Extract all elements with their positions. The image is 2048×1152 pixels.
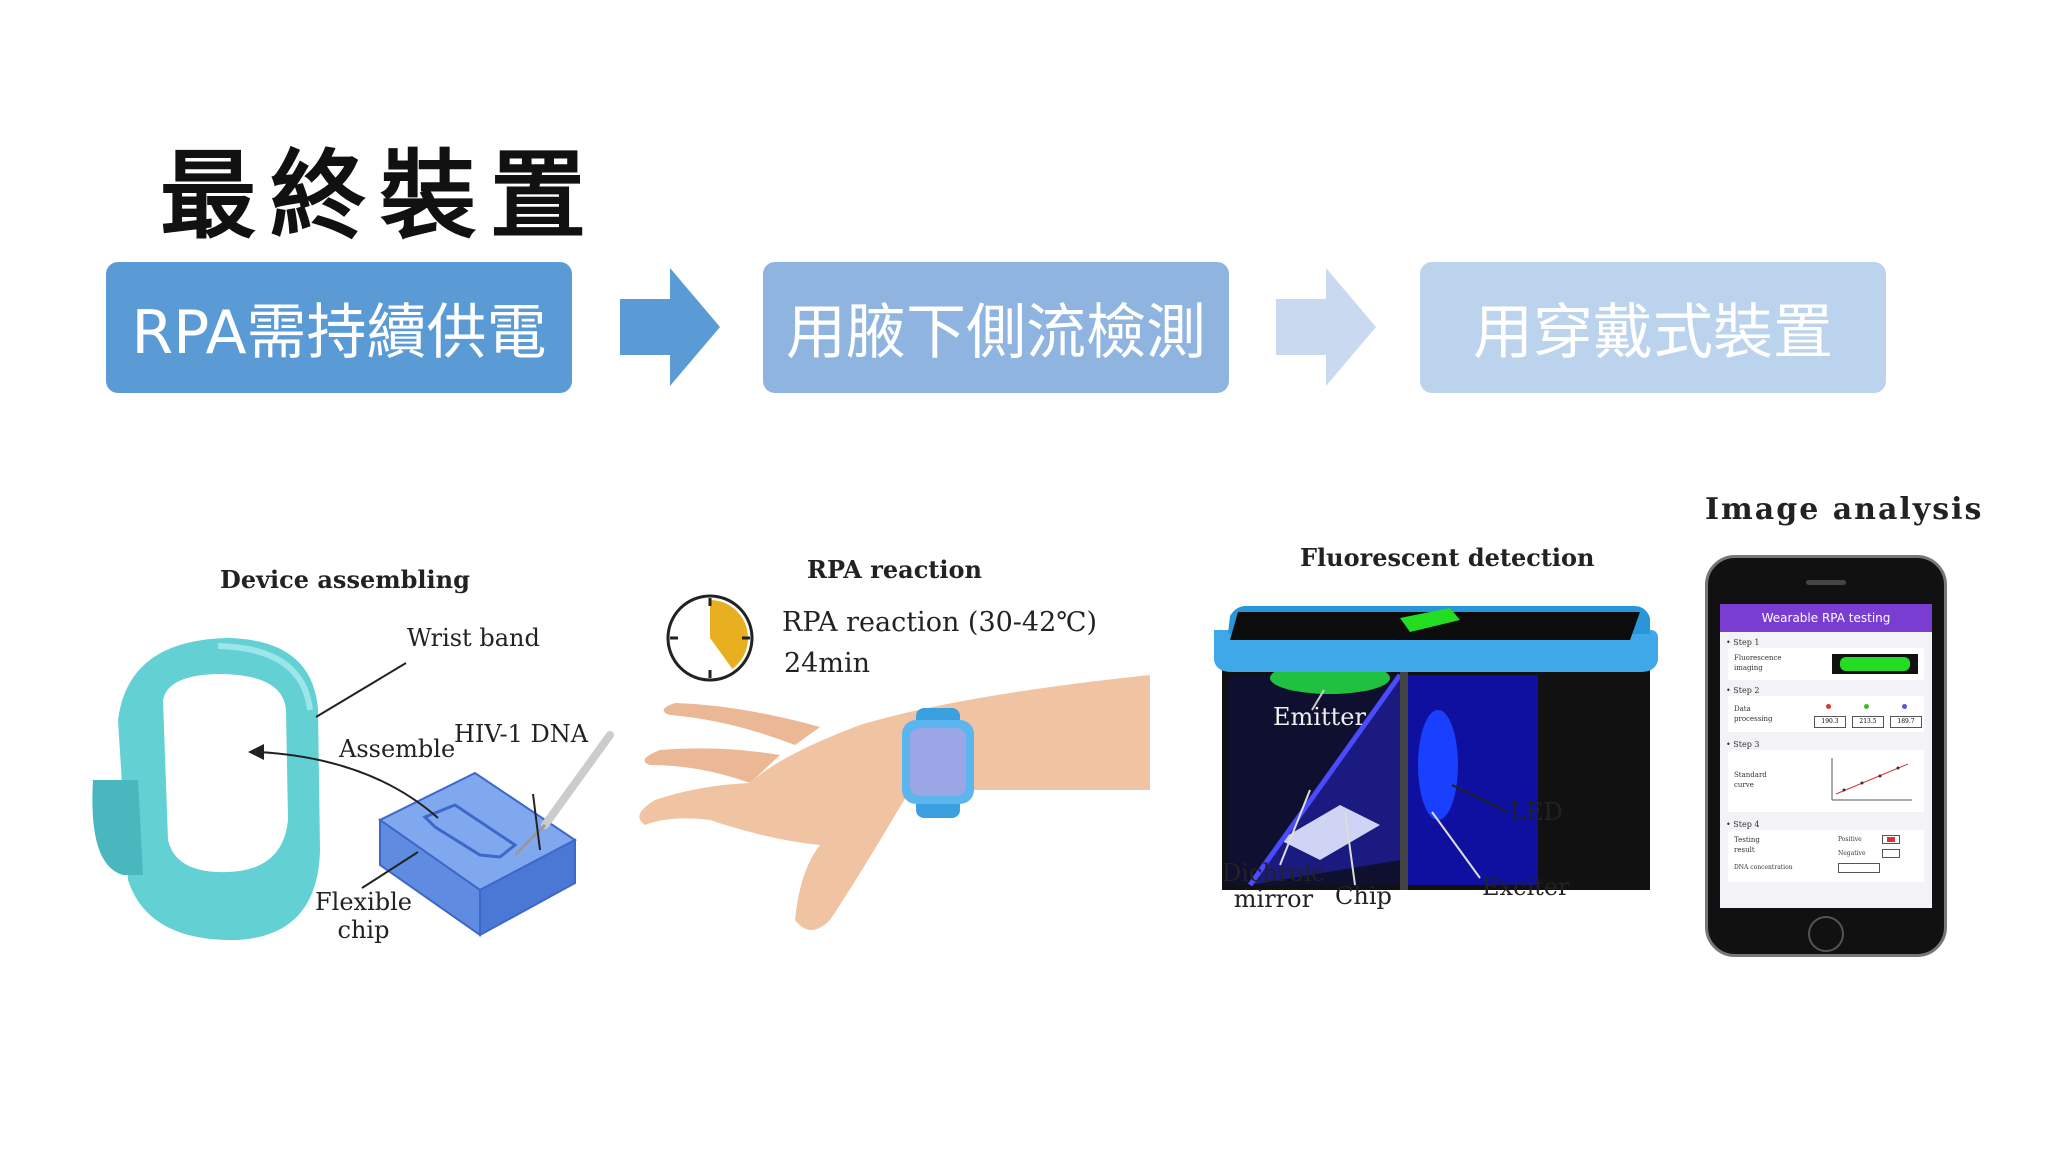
rpa-condition-text: RPA reaction (30-42℃) bbox=[782, 607, 1098, 638]
assemble-label: Assemble bbox=[339, 735, 456, 763]
step-rpa-power: RPA需持續供電 bbox=[106, 262, 572, 393]
data-processing-line1: Data bbox=[1734, 705, 1751, 713]
standard-curve-plot bbox=[1831, 758, 1912, 801]
step-label: 用穿戴式裝置 bbox=[1473, 298, 1833, 368]
value-box: 189.7 bbox=[1890, 716, 1922, 728]
red-dot bbox=[1826, 704, 1831, 709]
led-label: LED bbox=[1510, 798, 1563, 826]
blue-dot bbox=[1902, 704, 1907, 709]
dna-concentration-box bbox=[1838, 863, 1880, 873]
flexible-chip-illustration bbox=[378, 771, 577, 937]
wrist-band-label: Wrist band bbox=[407, 624, 540, 652]
fluorescent-detection-heading: Fluorescent detection bbox=[1300, 543, 1595, 572]
dichroic-line1: Dichroic bbox=[1222, 859, 1325, 887]
standard-curve-line2: curve bbox=[1734, 781, 1754, 789]
app-step4-label: • Step 4 bbox=[1726, 820, 1760, 829]
app-step1-card: Fluorescence imaging bbox=[1728, 648, 1924, 680]
app-step2-label: • Step 2 bbox=[1726, 686, 1760, 695]
step-label: 用腋下側流檢測 bbox=[786, 298, 1206, 368]
fluor-imaging-line2: imaging bbox=[1734, 664, 1763, 672]
arrow-right-icon bbox=[1276, 268, 1376, 386]
positive-label: Positive bbox=[1838, 836, 1862, 843]
rpa-time-text: 24min bbox=[784, 648, 870, 679]
data-processing-text: Data processing bbox=[1734, 704, 1773, 724]
negative-label: Negative bbox=[1838, 850, 1866, 857]
rpa-reaction-heading: RPA reaction bbox=[807, 555, 982, 584]
exciter-label: Exciter bbox=[1482, 873, 1570, 901]
dichroic-mirror-label: Dichroic mirror bbox=[1222, 860, 1325, 912]
app-step1-label: • Step 1 bbox=[1726, 638, 1760, 647]
testing-result-line1: Testing bbox=[1734, 836, 1760, 844]
timer-elapsed-wedge bbox=[710, 600, 749, 669]
slide-title: 最終裝置 bbox=[160, 139, 600, 252]
step-label: RPA需持續供電 bbox=[131, 298, 547, 368]
device-assembling-heading: Device assembling bbox=[220, 565, 470, 594]
positive-indicator bbox=[1882, 835, 1900, 844]
image-analysis-heading: Image analysis bbox=[1705, 492, 1984, 527]
standard-curve-text: Standard curve bbox=[1734, 770, 1767, 790]
app-step2-card: Data processing 190.3 213.5 189.7 bbox=[1728, 696, 1924, 732]
fluorescent-detector-illustration bbox=[1214, 606, 1658, 890]
hiv-dna-label: HIV-1 DNA bbox=[454, 720, 589, 748]
chip-label: Chip bbox=[1335, 882, 1392, 910]
pipette-tip-illustration bbox=[513, 731, 614, 857]
phone-earpiece bbox=[1806, 580, 1846, 585]
data-processing-line2: processing bbox=[1734, 715, 1773, 723]
fluor-imaging-line1: Fluorescence bbox=[1734, 654, 1782, 662]
app-step4-card: Testing result Positive Negative DNA con… bbox=[1728, 830, 1924, 882]
value-box: 190.3 bbox=[1814, 716, 1846, 728]
step-armpit-lateral-flow: 用腋下側流檢測 bbox=[763, 262, 1229, 393]
wristwatch-illustration bbox=[902, 708, 974, 818]
fluorescence-image bbox=[1832, 654, 1918, 674]
hand-illustration bbox=[639, 675, 1150, 930]
value-box: 213.5 bbox=[1852, 716, 1884, 728]
app-step3-card: Standard curve bbox=[1728, 750, 1924, 812]
testing-result-line2: result bbox=[1734, 846, 1755, 854]
app-title-bar: Wearable RPA testing bbox=[1720, 604, 1932, 632]
testing-result-text: Testing result bbox=[1734, 835, 1760, 855]
arrow-right-icon bbox=[620, 268, 720, 386]
wristband-illustration bbox=[92, 638, 320, 941]
flexible-chip-line2: chip bbox=[337, 916, 390, 944]
smartphone: Wearable RPA testing • Step 1 Fluorescen… bbox=[1705, 555, 1947, 957]
green-dot bbox=[1864, 704, 1869, 709]
fluor-imaging-text: Fluorescence imaging bbox=[1734, 653, 1782, 673]
flexible-chip-line1: Flexible bbox=[315, 888, 412, 916]
standard-curve-line1: Standard bbox=[1734, 771, 1767, 779]
step-wearable-device: 用穿戴式裝置 bbox=[1420, 262, 1886, 393]
flexible-chip-label: Flexible chip bbox=[315, 888, 412, 944]
phone-screen: Wearable RPA testing • Step 1 Fluorescen… bbox=[1720, 604, 1932, 908]
app-step3-label: • Step 3 bbox=[1726, 740, 1760, 749]
emitter-label: Emitter bbox=[1273, 703, 1366, 731]
negative-indicator bbox=[1882, 849, 1900, 858]
dichroic-line2: mirror bbox=[1233, 885, 1314, 913]
timer-icon bbox=[666, 594, 754, 682]
phone-home-button bbox=[1808, 916, 1844, 952]
dna-concentration-label: DNA concentration bbox=[1734, 864, 1793, 871]
